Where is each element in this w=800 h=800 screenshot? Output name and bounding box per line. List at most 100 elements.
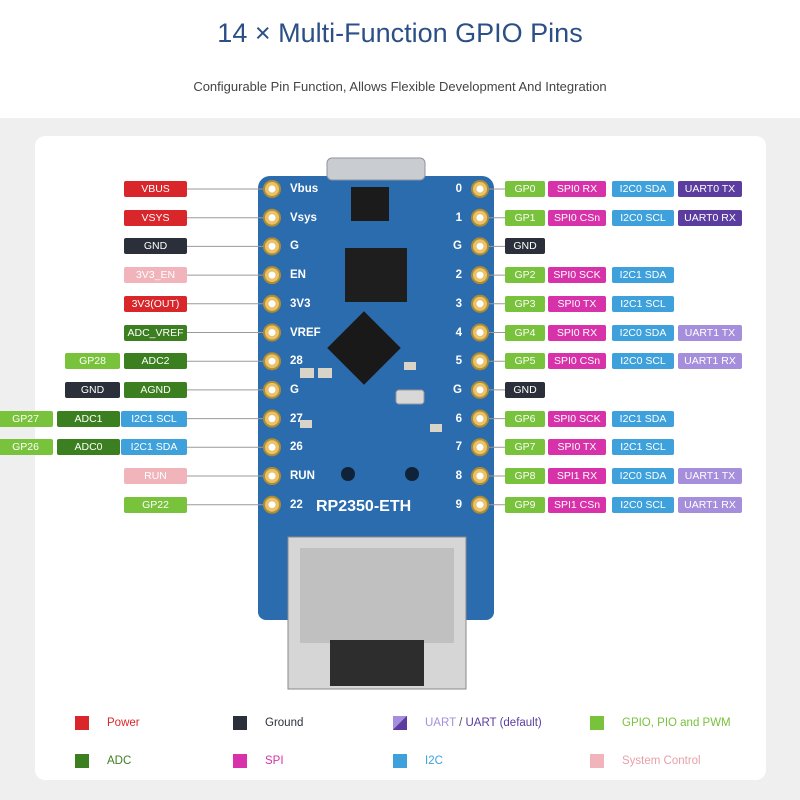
capacitor [430,424,442,432]
ethernet-jack-top [300,548,454,643]
pin-label-gpio: GP3 [505,295,545,312]
pin-label-power: 3V3(OUT) [124,295,187,312]
board-name: RP2350-ETH [316,498,412,515]
right-header-pin-hole [476,242,484,250]
pin-label-gpio: GP28 [65,353,120,370]
board-pin-number: 7 [455,441,462,454]
pin-label-i2c: I2C0 SCL [612,496,674,513]
pin-label-spi: SPI0 CSn [548,209,606,226]
left-header-pin-hole [268,443,276,451]
pin-label-gpio: GP27 [0,410,53,427]
left-header-pin-hole [268,415,276,423]
right-header-pin-hole [476,386,484,394]
right-header-pin-hole [476,271,484,279]
crystal [395,389,425,405]
legend-swatch-spi [233,754,247,768]
pin-label-i2c: I2C1 SDA [612,410,674,427]
pin-label-uart: UART1 TX [678,468,742,484]
board-pin-number: 0 [455,183,462,195]
board-pin-number: G [290,383,299,396]
board-pin-number: RUN [290,470,315,482]
pin-label-gpio: GP1 [505,209,545,226]
pin-label-gpio: GP6 [505,410,545,427]
pin-label-adc: AGND [124,381,187,398]
right-header-pin-hole [476,443,484,451]
left-header-pin-hole [268,214,276,222]
board-pin-number: 1 [455,211,462,224]
pin-label-gpio: GP26 [0,439,53,456]
pin-label-spi: SPI1 CSn [548,496,606,513]
page-subtitle: Configurable Pin Function, Allows Flexib… [193,79,607,94]
right-header-pin-hole [476,214,484,222]
pin-label-adc: ADC1 [57,410,120,427]
board-pin-number: VREF [290,326,321,339]
right-header-pin-hole [476,472,484,480]
legend-swatch-gpio [590,716,604,730]
left-header-pin-hole [268,300,276,308]
pin-label-i2c: I2C1 SCL [612,439,674,456]
legend-swatch-i2c [393,754,407,768]
right-header-pin-hole [476,185,484,193]
right-header-pin-hole [476,357,484,365]
left-header-pin-hole [268,501,276,509]
pin-label-ground: GND [505,238,545,255]
legend-label-system: System Control [622,755,701,767]
legend-swatch-adc [75,754,89,768]
pin-label-gpio: GP9 [505,496,545,513]
pin-label-i2c: I2C1 SCL [612,295,674,312]
board-pin-number: 2 [455,269,462,282]
board-pin-number: 27 [290,412,303,425]
legend-label-power: Power [107,717,140,729]
mounting-hole [341,467,355,481]
pin-label-power: VSYS [124,209,187,226]
pin-label-spi: SPI0 SCK [548,267,606,284]
pin-label-ground: GND [124,238,187,255]
pin-label-i2c: I2C0 SDA [612,181,674,197]
flash-chip [345,248,407,302]
capacitor [404,362,416,370]
pin-label-i2c: I2C1 SCL [121,410,187,427]
board-pin-number: 9 [455,498,462,511]
legend-spi: SPI [233,754,353,768]
legend-uart: UART / UART (default) [393,716,573,730]
board-pin-number: 26 [290,441,303,454]
pin-label-i2c: I2C1 SDA [121,439,187,456]
pin-label-spi: SPI1 RX [548,468,606,484]
right-header-pin-hole [476,300,484,308]
legend-gpio: GPIO, PIO and PWM [590,716,760,730]
pin-label-gpio: GP5 [505,353,545,370]
left-header-pin-hole [268,357,276,365]
left-header-pin-hole [268,185,276,193]
board-pin-number: Vbus [290,183,319,195]
board-pin-number: EN [290,269,306,282]
pin-label-gpio: GP4 [505,324,545,341]
rp2350-chip [327,311,401,385]
pin-label-i2c: I2C0 SDA [612,324,674,341]
pin-label-uart_default: UART0 RX [678,209,742,226]
legend-adc: ADC [75,754,195,768]
board-pin-number: G [290,240,299,253]
board-pin-number: 4 [455,326,462,339]
legend-ground: Ground [233,716,353,730]
legend-power: Power [75,716,195,730]
pin-label-ground: GND [505,381,545,398]
pin-label-gpio: GP7 [505,439,545,456]
legend-swatch-uart [393,716,407,730]
pin-label-uart: UART1 TX [678,324,742,341]
legend-label-gpio: GPIO, PIO and PWM [622,717,731,729]
pin-label-uart: UART1 RX [678,353,742,370]
pin-label-i2c: I2C0 SDA [612,468,674,484]
board-pin-number: 3V3 [290,297,311,310]
board-pin-number: 22 [290,498,303,511]
right-header-pin-hole [476,415,484,423]
pin-label-spi: SPI0 RX [548,181,606,197]
header-band: 14 × Multi-Function GPIO Pins Configurab… [0,0,800,118]
pin-label-i2c: I2C1 SDA [612,267,674,284]
board-pin-number: 8 [455,470,462,482]
pin-label-adc: ADC2 [124,353,187,370]
left-header-pin-hole [268,472,276,480]
pin-label-gpio: GP8 [505,468,545,484]
board-pin-number: 6 [455,412,462,425]
pin-label-i2c: I2C0 SCL [612,353,674,370]
